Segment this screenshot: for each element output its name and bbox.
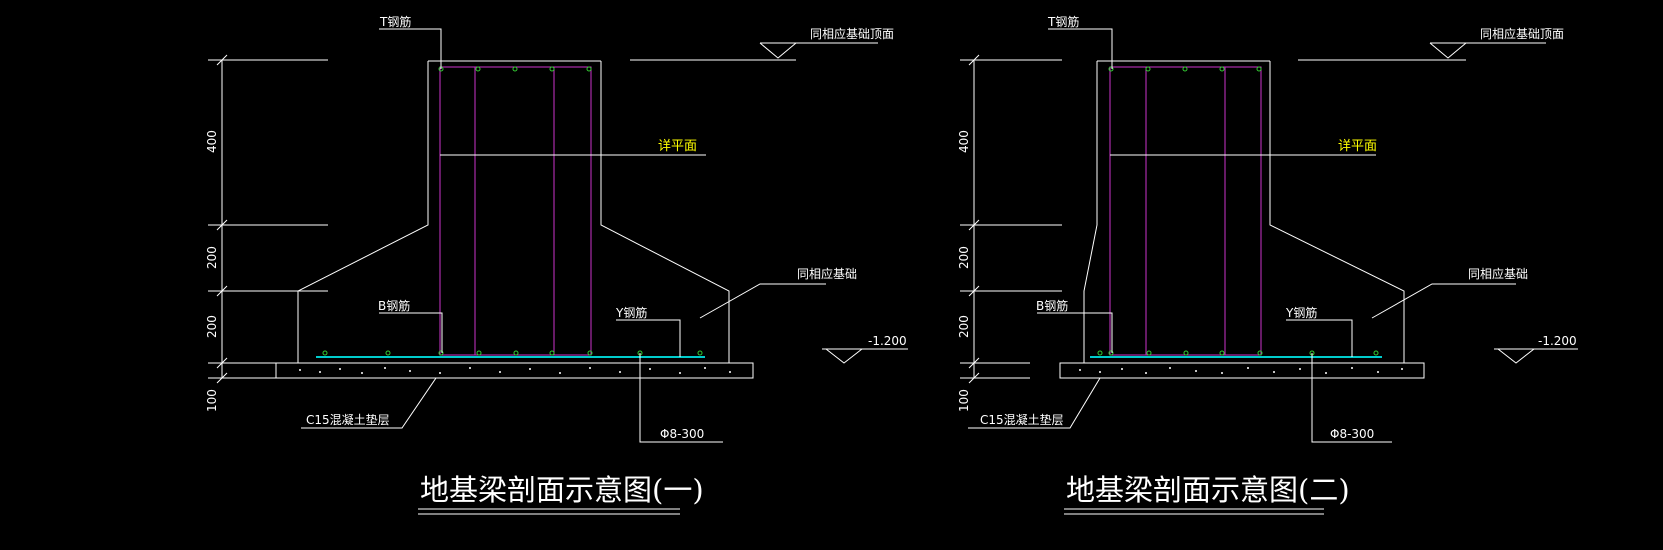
b-rebar-label: B钢筋	[1036, 298, 1068, 313]
cushion-layer	[1059, 362, 1425, 379]
b-rebar-leader	[1037, 312, 1113, 353]
side-note-leader	[699, 283, 826, 319]
side-note-leader	[1371, 283, 1516, 319]
cushion-hatch	[299, 367, 731, 374]
beam-outline-right	[600, 61, 730, 363]
beam-outline-left	[1083, 61, 1098, 363]
side-note-label: 同相应基础	[1468, 266, 1528, 281]
dim-100: 100	[205, 389, 219, 412]
y-rebar-leader	[1286, 319, 1353, 357]
rebar-cage	[1109, 66, 1262, 356]
stirrup-leader	[1311, 353, 1392, 443]
elevation-triangle	[1429, 42, 1468, 59]
stirrup-outer	[439, 66, 592, 356]
t-rebar-label: T钢筋	[1047, 14, 1079, 29]
stirrup-leader	[639, 353, 723, 443]
y-rebar-label: Y钢筋	[1285, 305, 1317, 320]
drawing-two-text: T钢筋 B钢筋 Y钢筋 同相应基础顶面 详平面 同相应基础 -1.200 C15…	[957, 14, 1577, 507]
elevation-label: -1.200	[868, 334, 907, 348]
t-rebar-label: T钢筋	[379, 14, 411, 29]
cushion-layer	[275, 362, 754, 379]
drawing-title: 地基梁剖面示意图(一)	[420, 473, 704, 507]
cushion-leader	[968, 377, 1101, 429]
t-rebar-leader	[1048, 28, 1113, 69]
y-rebar-leader	[616, 319, 681, 357]
beam-outline-left	[297, 61, 429, 363]
tick-marks	[968, 54, 980, 384]
detail-note-label: 详平面	[658, 139, 697, 154]
dim-200: 200	[957, 315, 971, 338]
section-drawing-two	[960, 28, 1578, 515]
cushion-leader	[301, 377, 437, 429]
top-note-label: 同相应基础顶面	[810, 26, 894, 41]
dim-200: 200	[205, 315, 219, 338]
elevation-label: -1.200	[1538, 334, 1577, 348]
stirrup-outer	[1109, 66, 1262, 356]
rebar-dots	[1097, 66, 1379, 356]
rebar-dots	[322, 66, 703, 356]
dim-400: 400	[957, 130, 971, 153]
drawing-one-text: T钢筋 B钢筋 Y钢筋 同相应基础顶面 详平面 同相应基础 -1.200 C15…	[205, 14, 907, 507]
stirrup-label: Φ8-300	[660, 427, 704, 441]
side-note-label: 同相应基础	[797, 266, 857, 281]
cushion-label: C15混凝土垫层	[306, 412, 390, 427]
elevation-triangle	[759, 42, 798, 59]
cushion-hatch	[1079, 367, 1403, 374]
elevation-triangle	[1497, 348, 1535, 364]
y-rebar-label: Y钢筋	[615, 305, 647, 320]
dim-100: 100	[957, 389, 971, 412]
b-rebar-label: B钢筋	[378, 298, 410, 313]
stirrup-label: Φ8-300	[1330, 427, 1374, 441]
section-drawing-one	[208, 28, 908, 515]
tick-marks	[216, 54, 228, 384]
drawing-title: 地基梁剖面示意图(二)	[1066, 473, 1350, 507]
rebar-cage	[439, 66, 592, 356]
elevation-triangle	[825, 348, 863, 364]
detail-note-label: 详平面	[1338, 139, 1377, 154]
dim-400: 400	[205, 130, 219, 153]
b-rebar-leader	[379, 312, 443, 353]
dim-200: 200	[205, 246, 219, 269]
t-rebar-leader	[379, 28, 442, 69]
beam-outline-right	[1269, 61, 1405, 363]
cushion-label: C15混凝土垫层	[980, 412, 1064, 427]
dim-200: 200	[957, 246, 971, 269]
top-note-label: 同相应基础顶面	[1480, 26, 1564, 41]
